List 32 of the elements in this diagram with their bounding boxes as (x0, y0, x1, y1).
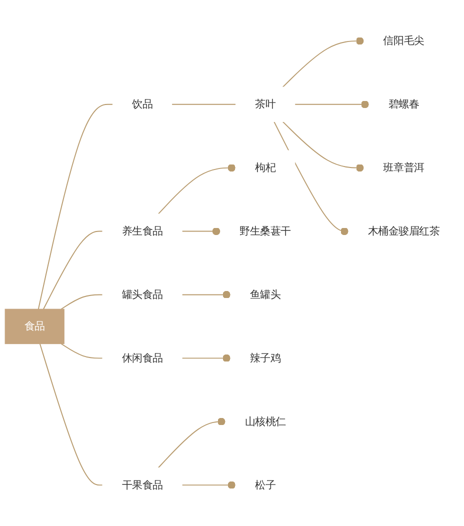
connector (60, 294, 104, 310)
node-text: 信阳毛尖 (383, 34, 424, 47)
node-text: 山核桃仁 (244, 415, 286, 428)
connector (60, 343, 104, 359)
connector (158, 164, 236, 214)
connector (182, 481, 236, 489)
connector (274, 121, 350, 236)
connector (294, 100, 370, 108)
node-text: 茶叶 (255, 98, 276, 110)
connector (182, 227, 221, 236)
connector (182, 354, 232, 362)
connector (182, 290, 232, 299)
node-text: 辣子鸡 (250, 352, 281, 364)
connector (171, 104, 236, 105)
connector (38, 104, 114, 310)
connector (39, 343, 104, 486)
node-box: 食品 (4, 308, 64, 344)
node-text: 班章普洱 (383, 161, 424, 174)
node-text: 鱼罐头 (250, 288, 281, 300)
node-text: 养生食品 (122, 224, 163, 238)
node-text: 干果食品 (122, 478, 163, 491)
node-text: 休闲食品 (122, 352, 163, 364)
node-text: 罐头食品 (122, 288, 163, 300)
node-text: 野生桑葚干 (240, 224, 291, 238)
connector (42, 230, 104, 310)
node-text: 木桶金骏眉红茶 (368, 224, 440, 238)
node-text: 碧螺春 (388, 98, 420, 110)
connector (282, 37, 364, 88)
node-text: 松子 (255, 478, 276, 491)
node-text: 饮品 (132, 98, 153, 110)
connector (282, 121, 364, 172)
connector (158, 418, 226, 468)
